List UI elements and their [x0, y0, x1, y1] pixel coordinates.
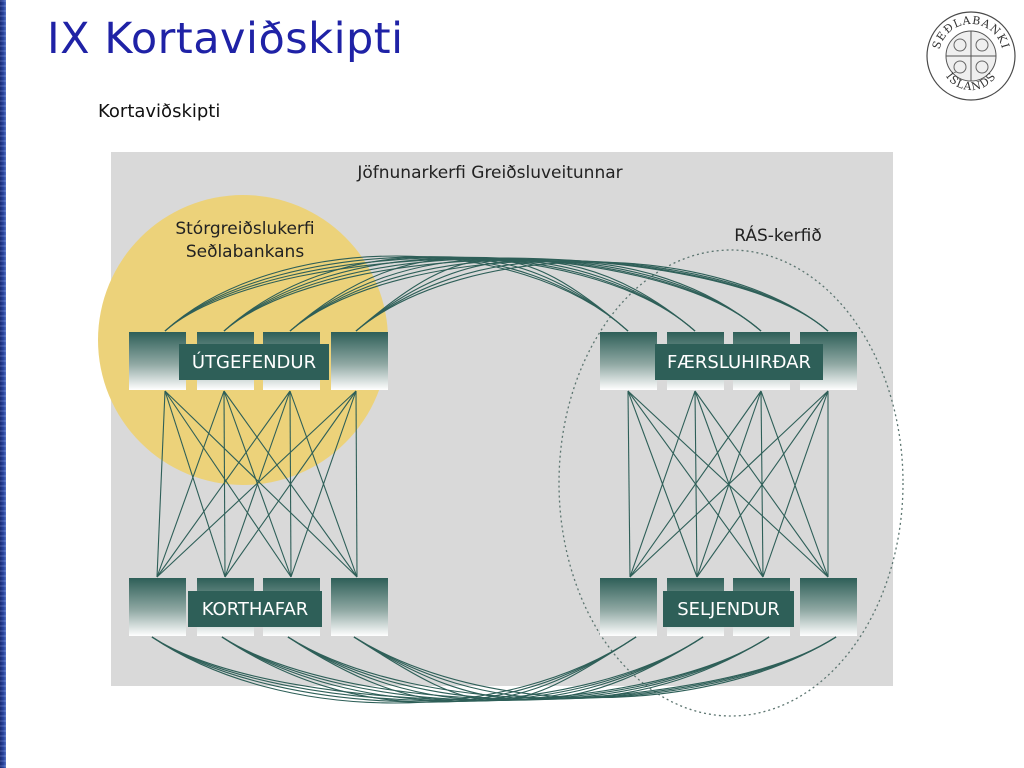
link-issuer-4-acquirer-3 [355, 260, 762, 332]
link-issuer-4-acquirer-4 [355, 261, 829, 332]
link-issuer-4-acquirer-2 [355, 260, 696, 332]
link-issuer-4-cardholder-2 [224, 390, 357, 578]
rtgs-label-line2: Seðlabankans [185, 242, 305, 262]
link-acquirer-2-merchant-1 [629, 390, 696, 578]
link-cardholder-4-merchant-3 [353, 636, 770, 700]
merchants-label: SELJENDUR [663, 591, 794, 627]
rtgs-label-line1: Stórgreiðslukerfi [175, 219, 315, 239]
acquirers-node-1 [600, 332, 657, 390]
link-issuer-1-cardholder-1 [156, 390, 166, 578]
link-acquirer-3-merchant-4 [760, 390, 829, 578]
link-issuer-2-cardholder-2 [223, 390, 226, 578]
link-issuer-3-acquirer-2 [289, 258, 696, 332]
link-acquirer-4-merchant-1 [629, 390, 829, 578]
link-issuer-4-cardholder-1 [156, 390, 357, 578]
link-issuer-2-acquirer-3 [223, 258, 762, 332]
link-issuer-3-cardholder-1 [156, 390, 291, 578]
link-issuer-3-acquirer-1 [289, 258, 629, 332]
cardholders-node-4 [331, 578, 388, 636]
cardholders-node-1 [129, 578, 186, 636]
link-acquirer-1-merchant-1 [627, 390, 631, 578]
issuers-node-4 [331, 332, 388, 390]
link-cardholder-3-merchant-1 [287, 636, 637, 702]
link-issuer-2-acquirer-2 [223, 257, 696, 332]
link-cardholder-4-merchant-1 [353, 636, 637, 701]
page-title: IX Kortaviðskipti [47, 14, 404, 64]
link-issuer-4-acquirer-1 [355, 259, 629, 332]
svg-text:ÍSLANDS: ÍSLANDS [943, 69, 999, 93]
left-decorative-strip [0, 0, 6, 768]
acquirers-label: FÆRSLUHIRÐAR [655, 344, 823, 380]
merchants-node-1 [600, 578, 657, 636]
link-issuer-2-acquirer-1 [223, 256, 629, 332]
network-links [151, 255, 837, 704]
link-acquirer-4-merchant-2 [696, 390, 829, 578]
slide-subtitle: Kortaviðskipti [98, 101, 221, 122]
ras-system-boundary [558, 249, 904, 717]
link-acquirer-3-merchant-1 [629, 390, 762, 578]
link-issuer-1-acquirer-1 [164, 255, 629, 332]
link-issuer-3-cardholder-2 [224, 390, 291, 578]
merchants-node-4 [800, 578, 857, 636]
link-issuer-1-acquirer-2 [164, 256, 696, 332]
link-issuer-1-acquirer-4 [164, 257, 829, 332]
issuers-node-1 [129, 332, 186, 390]
cardholders-label: KORTHAFAR [188, 591, 322, 627]
link-issuer-4-cardholder-4 [355, 390, 358, 578]
link-issuer-1-cardholder-3 [164, 390, 292, 578]
link-issuer-2-cardholder-1 [156, 390, 225, 578]
link-issuer-1-acquirer-3 [164, 256, 762, 332]
link-acquirer-4-merchant-3 [762, 390, 829, 578]
link-issuer-3-acquirer-3 [289, 259, 762, 332]
issuers-label: ÚTGEFENDUR [179, 344, 329, 380]
link-cardholder-1-merchant-1 [151, 636, 637, 704]
central-bank-seal-logo: SEÐLABANKI ÍSLANDS [926, 11, 1016, 101]
link-issuer-3-acquirer-4 [289, 260, 829, 332]
link-issuer-1-cardholder-2 [164, 390, 226, 578]
link-acquirer-1-merchant-4 [627, 390, 829, 578]
link-issuer-2-acquirer-4 [223, 258, 829, 332]
link-issuer-4-cardholder-3 [290, 390, 357, 578]
link-cardholder-4-merchant-2 [353, 636, 704, 700]
ras-system-label: RÁS-kerfið [734, 226, 822, 246]
link-cardholder-4-merchant-4 [353, 636, 837, 699]
clearing-system-label: Jöfnunarkerfi Greiðsluveitunnar [357, 163, 623, 183]
link-cardholder-2-merchant-1 [221, 636, 637, 703]
link-issuer-1-cardholder-4 [164, 390, 358, 578]
